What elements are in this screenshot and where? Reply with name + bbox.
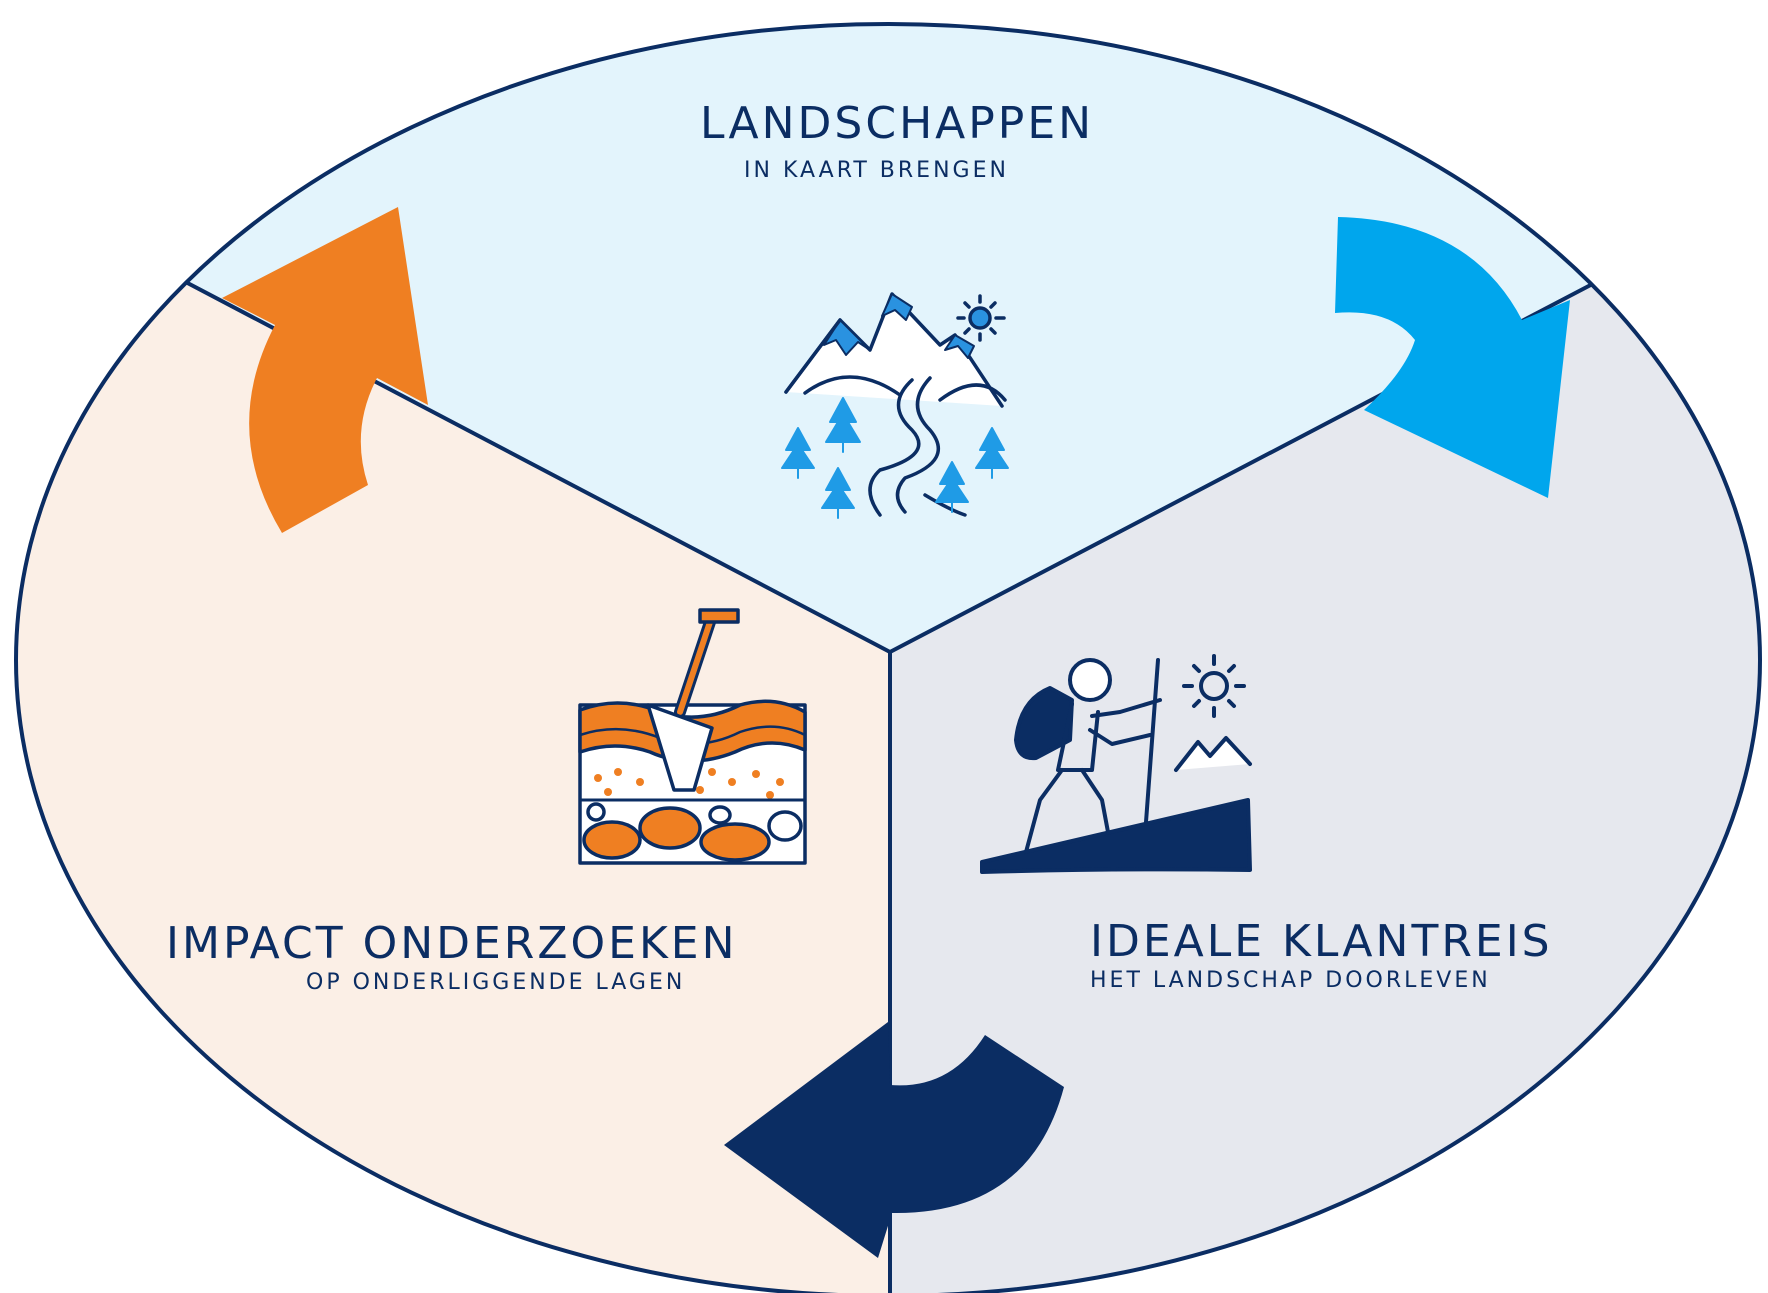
cycle-outline: [14, 22, 1762, 1293]
segment-title-journey: IDEALE KLANTREIS: [1090, 916, 1553, 967]
segment-subtitle-impact: OP ONDERLIGGENDE LAGEN: [306, 970, 686, 995]
cycle-arrow-icon: [724, 1022, 1064, 1258]
segment-subtitle-landscapes: IN KAART BRENGEN: [744, 158, 1009, 183]
mountains-icon: [781, 292, 1009, 519]
shovel-soil-layers-icon: [578, 608, 807, 865]
segment-impact: [16, 150, 890, 1293]
segment-title-landscapes: LANDSCHAPPEN: [700, 98, 1095, 149]
segment-subtitle-journey: HET LANDSCHAP DOORLEVEN: [1090, 968, 1491, 993]
cycle-arrow-icon: [1335, 217, 1570, 498]
cycle-arrow-icon: [222, 207, 428, 533]
hiker-icon: [980, 654, 1252, 874]
segment-title-impact: IMPACT ONDERZOEKEN: [166, 918, 738, 969]
